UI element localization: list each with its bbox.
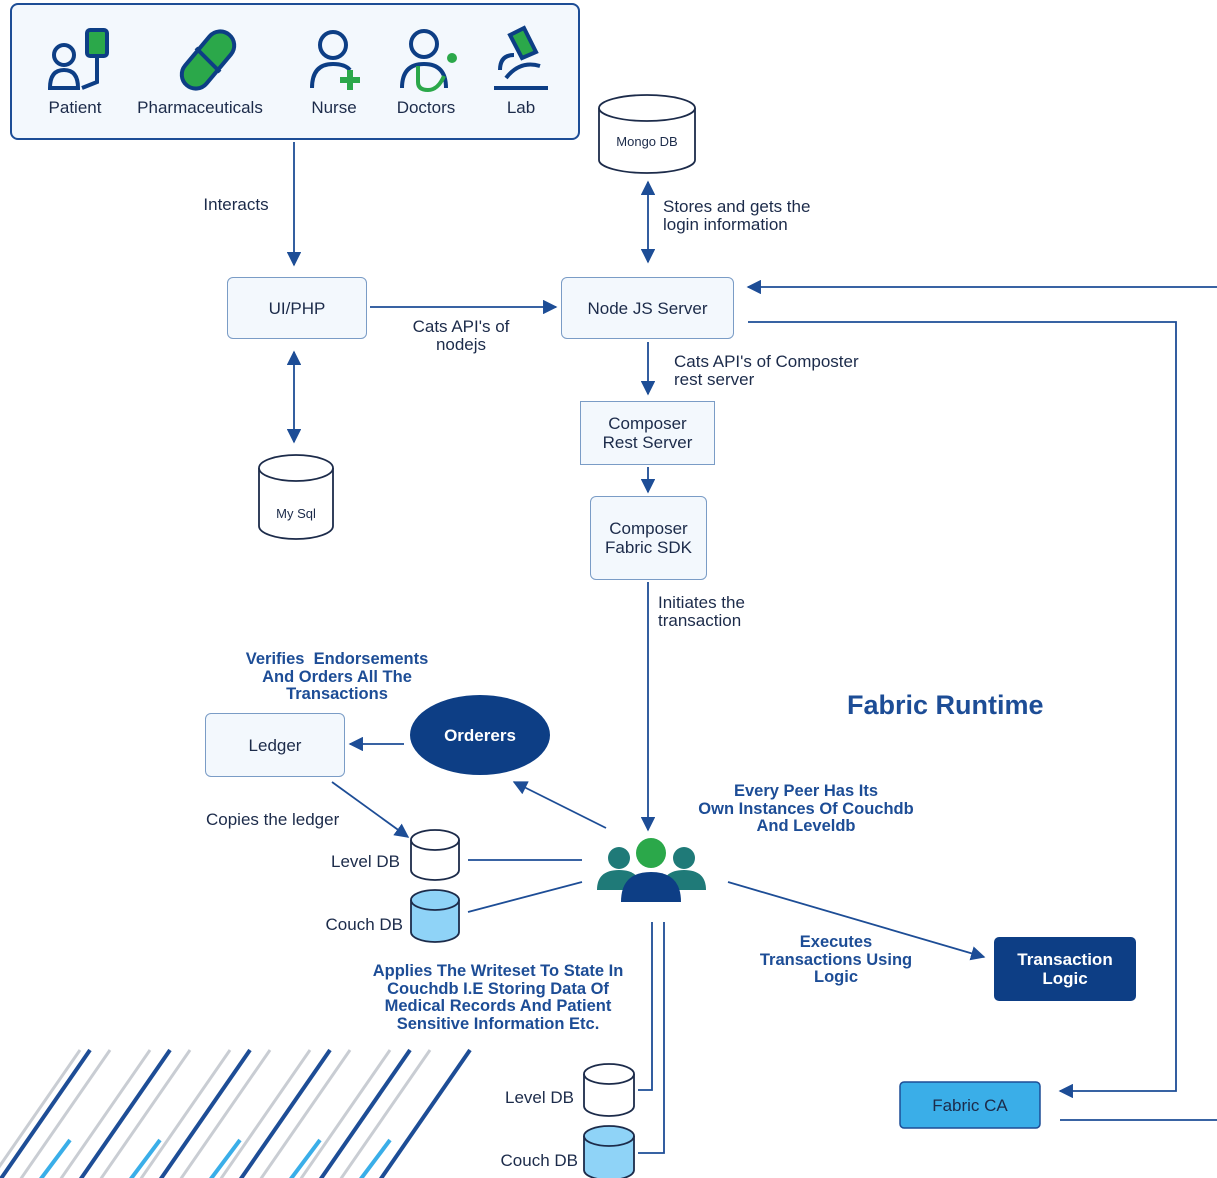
fabric-runtime-heading: Fabric Runtime xyxy=(847,690,1044,720)
nurse-icon xyxy=(310,30,360,90)
transaction-logic-box xyxy=(994,937,1136,1001)
label-level-db-2: Level DB xyxy=(505,1088,574,1107)
label-copies-ledger: Copies the ledger xyxy=(206,810,340,829)
mongo-db-cylinder xyxy=(598,94,696,174)
label-every-peer: Every Peer Has Its Own Instances Of Couc… xyxy=(698,782,914,835)
actor-label-nurse: Nurse xyxy=(311,98,357,117)
node-js-server-node: Node JS Server xyxy=(561,277,734,339)
peers-icon xyxy=(597,838,706,902)
orderers-label: Orderers xyxy=(444,725,516,745)
ledger-node: Ledger xyxy=(205,713,345,777)
label-verifies: Verifies Endorsements And Orders All The… xyxy=(245,650,429,703)
ui-php-node: UI/PHP xyxy=(227,277,367,339)
doctor-icon xyxy=(400,29,457,93)
couch-db-cylinder-1 xyxy=(410,889,460,943)
actor-label-doctors: Doctors xyxy=(396,98,456,117)
my-sql-cylinder xyxy=(258,454,334,540)
composer-fabric-sdk-node: Composer Fabric SDK xyxy=(590,496,707,580)
composer-rest-server-node: Composer Rest Server xyxy=(580,401,715,465)
my-sql-label: My Sql xyxy=(276,506,316,521)
patient-icon xyxy=(47,28,109,90)
fabric-ca-label: Fabric CA xyxy=(932,1095,1008,1115)
level-db-cylinder-2 xyxy=(583,1063,635,1117)
fabric-ca-box xyxy=(899,1081,1041,1129)
label-couch-db-2: Couch DB xyxy=(500,1151,578,1170)
level-db-cylinder-1 xyxy=(410,829,460,881)
mongo-db-label: Mongo DB xyxy=(616,134,678,149)
label-couch-db-1: Couch DB xyxy=(325,915,403,934)
orderers-ellipse xyxy=(410,695,550,775)
label-initiates: Initiates the transaction xyxy=(658,593,745,630)
label-cats-nodejs: Cats API's of nodejs xyxy=(412,317,510,354)
label-interacts: Interacts xyxy=(203,195,269,214)
actor-label-patient: Patient xyxy=(48,98,102,117)
label-level-db-1: Level DB xyxy=(331,852,400,871)
actor-label-lab: Lab xyxy=(506,98,536,117)
label-executes: Executes Transactions Using Logic xyxy=(759,933,913,986)
pill-icon xyxy=(179,29,237,91)
microscope-icon xyxy=(494,25,548,90)
actor-label-pharmaceuticals: Pharmaceuticals xyxy=(137,98,263,117)
label-cats-composer: Cats API's of Composter rest server xyxy=(674,352,859,389)
connector-lines xyxy=(286,142,1217,1154)
transaction-logic-label: Transaction Logic xyxy=(1017,950,1113,988)
label-applies: Applies The Writeset To State In Couchdb… xyxy=(372,962,624,1033)
decorative-stripes xyxy=(0,1048,472,1178)
label-stores-gets: Stores and gets the login information xyxy=(663,197,811,234)
couch-db-cylinder-2 xyxy=(583,1125,635,1178)
